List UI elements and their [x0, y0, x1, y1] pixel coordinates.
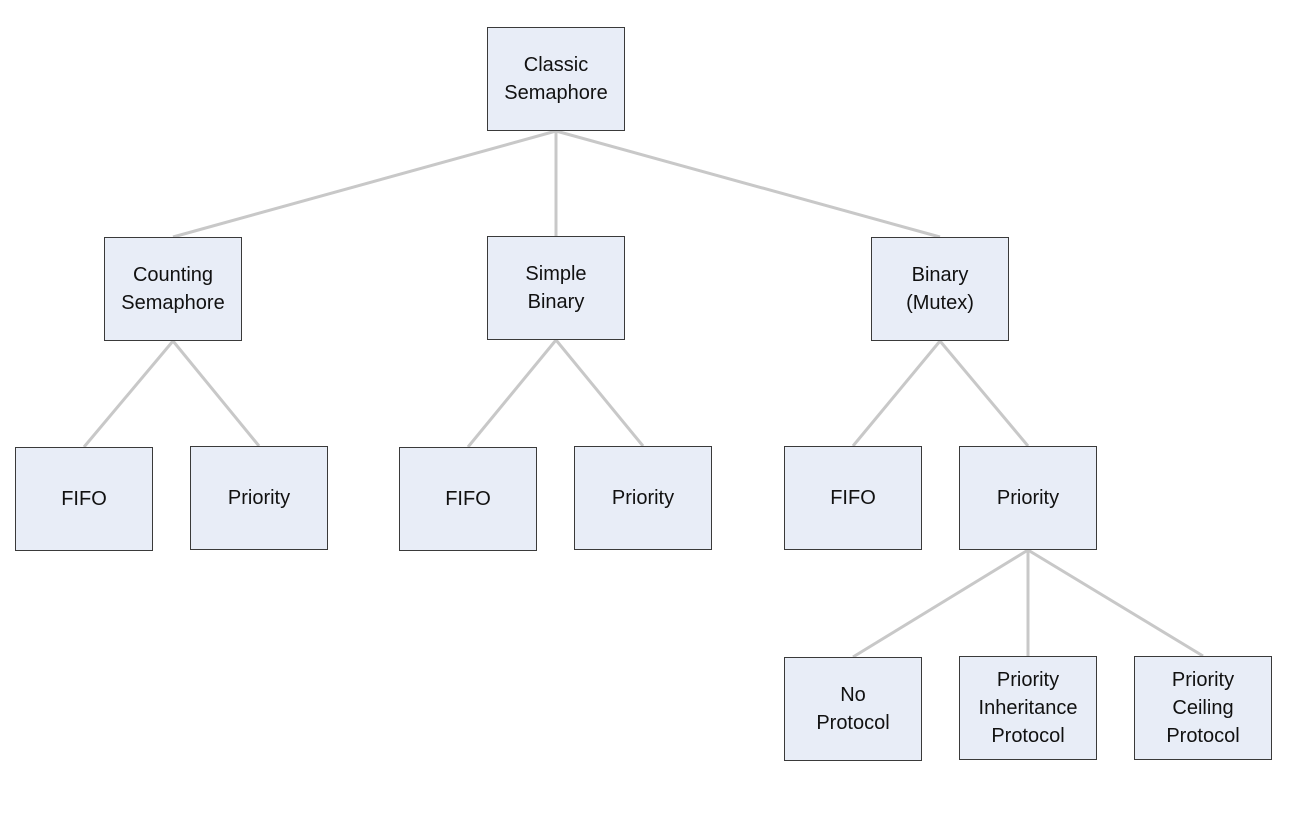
node-counting-semaphore: Counting Semaphore: [104, 237, 242, 341]
node-binary-mutex: Binary (Mutex): [871, 237, 1009, 341]
node-label: Priority: [611, 487, 675, 509]
node-label: Binary (Mutex): [906, 264, 974, 314]
node-mutex-priority: Priority: [959, 446, 1097, 550]
node-label: Priority Inheritance Protocol: [978, 669, 1078, 747]
connector-binary-fifo: [851, 340, 942, 447]
node-counting-priority: Priority: [190, 446, 328, 550]
node-no-protocol: No Protocol: [784, 657, 922, 761]
node-counting-fifo: FIFO: [15, 447, 153, 551]
node-label: Priority: [227, 487, 291, 509]
node-label: Simple Binary: [525, 263, 587, 313]
node-label: Priority Ceiling Protocol: [1166, 669, 1240, 747]
node-simple-binary: Simple Binary: [487, 236, 625, 340]
connector-counting-priority: [171, 340, 261, 447]
connector-root-binary: [555, 129, 941, 239]
node-mutex-fifo: FIFO: [784, 446, 922, 550]
connector-simple-fifo: [466, 339, 558, 448]
node-priority-ceiling-protocol: Priority Ceiling Protocol: [1134, 656, 1272, 760]
connector-binary-priority: [938, 340, 1030, 447]
node-simple-priority: Priority: [574, 446, 712, 550]
node-label: FIFO: [830, 487, 876, 509]
connector-priority-noprotocol: [852, 548, 1029, 659]
connector-counting-fifo: [82, 340, 175, 448]
node-classic-semaphore: Classic Semaphore: [487, 27, 625, 131]
connector-root-counting: [172, 129, 557, 239]
node-label: Counting Semaphore: [121, 264, 225, 314]
node-priority-inheritance-protocol: Priority Inheritance Protocol: [959, 656, 1097, 760]
node-label: Classic Semaphore: [504, 54, 608, 104]
node-label: Priority: [996, 487, 1060, 509]
node-label: No Protocol: [816, 684, 890, 734]
node-label: FIFO: [445, 488, 491, 510]
node-simple-fifo: FIFO: [399, 447, 537, 551]
connector-simple-priority: [554, 339, 645, 447]
node-label: FIFO: [61, 488, 107, 510]
connector-priority-ceiling: [1027, 548, 1204, 658]
